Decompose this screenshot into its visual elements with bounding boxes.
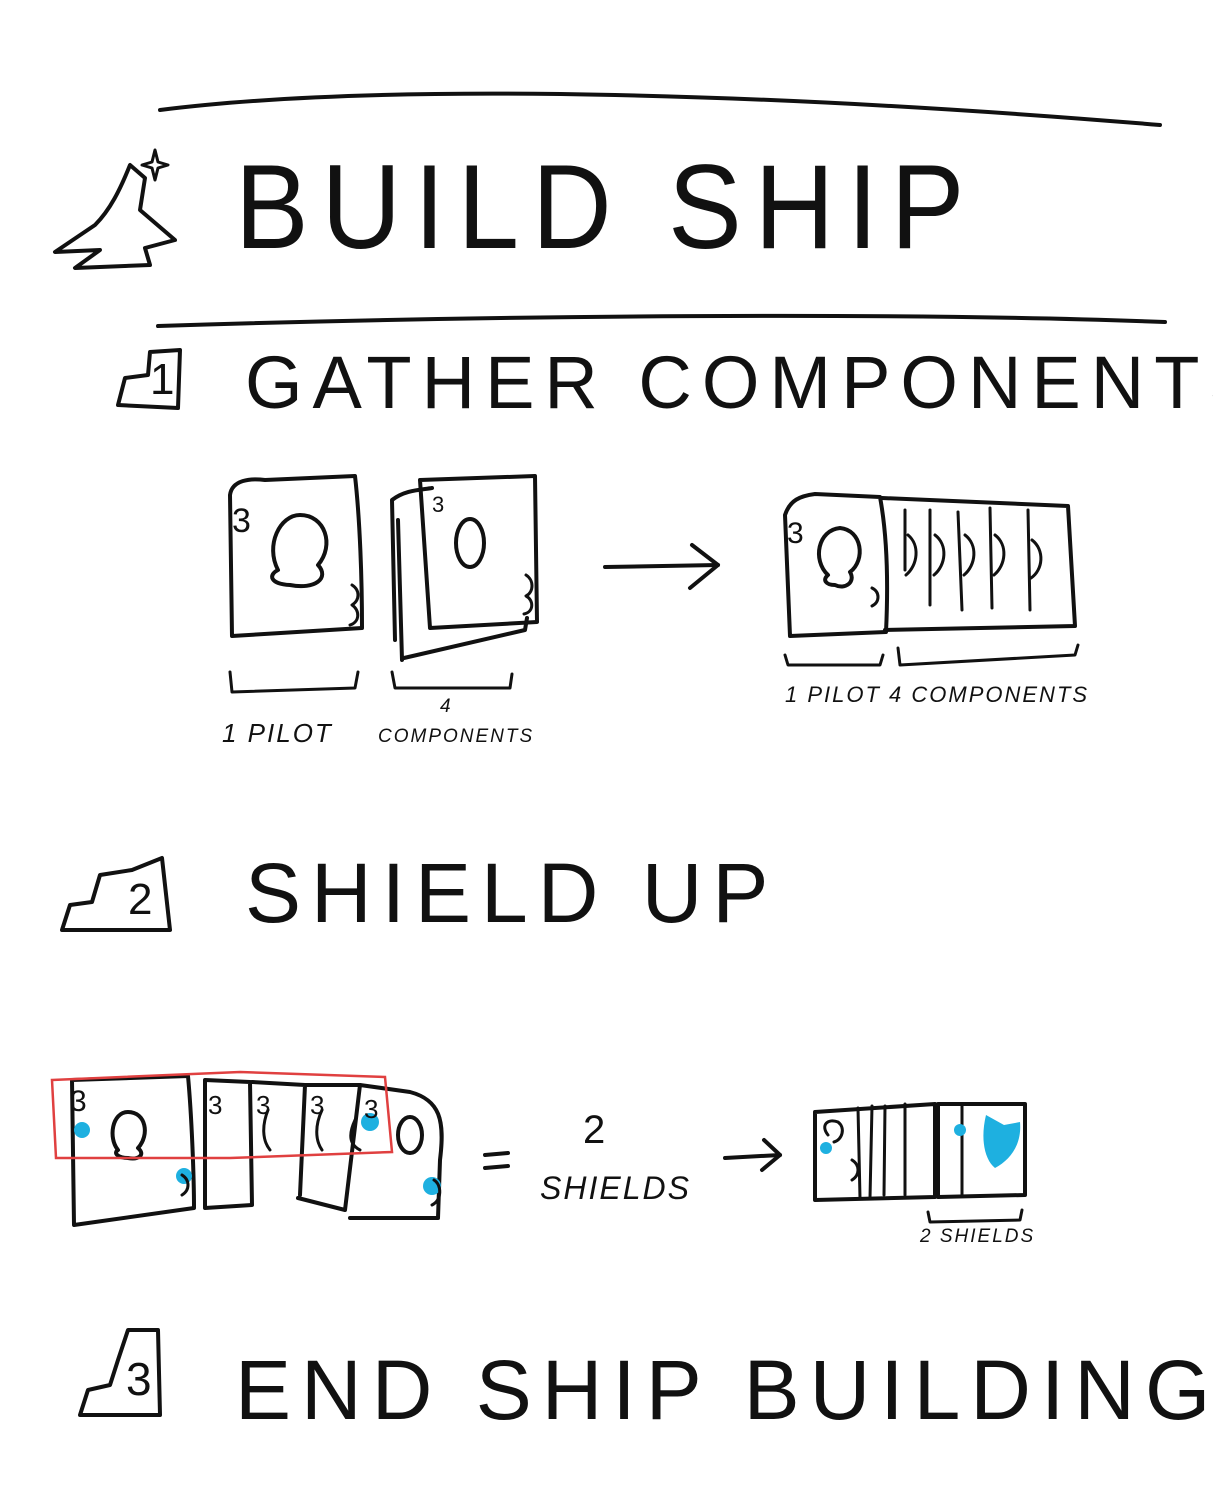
result-card-value: 3 (787, 517, 804, 550)
shield-cards-icon (50, 1070, 444, 1227)
components-label: COMPONENTS (378, 726, 535, 747)
pilot-bracket (228, 670, 360, 694)
assembled-ship-icon (783, 492, 1077, 638)
pilot-card-value: 3 (232, 502, 251, 540)
arrow-right-icon-2 (723, 1138, 782, 1172)
shield-card-value-1: 3 (70, 1085, 87, 1118)
step-number-1: 1 (150, 355, 175, 404)
component-card-icon-stack (390, 474, 539, 662)
step-badge-icon-1 (116, 348, 182, 410)
shields-bracket (926, 1208, 1024, 1224)
shield-card-value-3: 3 (256, 1090, 271, 1120)
components-bracket (390, 670, 514, 690)
pilot-label: 1 PILOT (222, 718, 333, 748)
shields-count: 2 (583, 1108, 606, 1152)
result-bracket-components (896, 643, 1080, 667)
result-bracket-pilot (783, 653, 885, 667)
step-number-3: 3 (126, 1353, 152, 1405)
shielded-ship-icon (813, 1102, 1027, 1202)
ship-icon (53, 148, 177, 270)
component-card-value: 3 (432, 492, 445, 517)
step-heading-2: SHIELD UP (245, 846, 779, 940)
step-number-2: 2 (128, 875, 153, 924)
title-top-rule (158, 91, 1162, 127)
components-count: 4 (440, 696, 453, 717)
shields-word: SHIELDS (540, 1170, 691, 1206)
shield-card-value-4: 3 (310, 1090, 325, 1120)
result-label: 1 PILOT 4 COMPONENTS (785, 682, 1090, 707)
step-badge-icon-2 (60, 856, 172, 932)
step-heading-1: GATHER COMPONENTS (245, 341, 1213, 424)
step-badge-icon-3 (78, 1328, 162, 1417)
pilot-card-icon (228, 474, 364, 638)
page-title: BUILD SHIP (235, 140, 978, 274)
equals-icon (483, 1151, 510, 1170)
shield-card-value-2: 3 (208, 1090, 223, 1120)
arrow-right-icon-1 (603, 543, 720, 590)
step-heading-3: END SHIP BUILDING (235, 1343, 1213, 1437)
shield-card-value-5: 3 (364, 1094, 379, 1124)
shields-result-label: 2 SHIELDS (920, 1226, 1036, 1247)
title-bottom-rule (156, 313, 1167, 328)
